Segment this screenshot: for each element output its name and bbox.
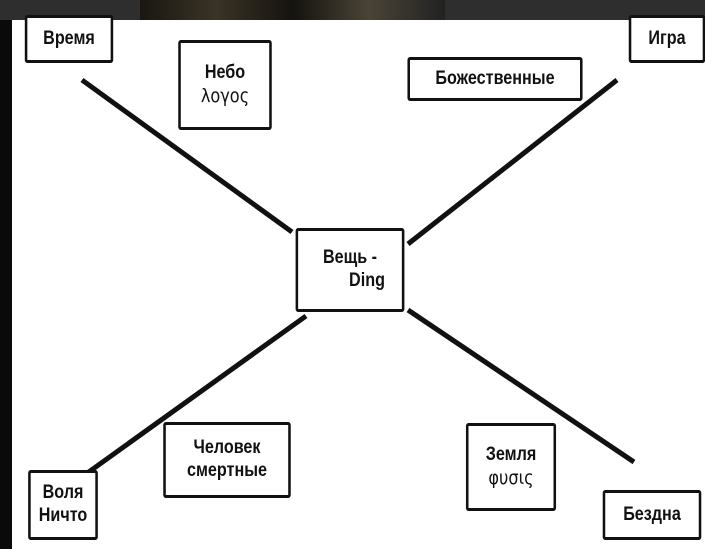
node-abyss: Бездна <box>602 490 702 540</box>
node-label: Игра <box>648 27 686 49</box>
node-label: Воля <box>42 482 84 504</box>
node-time: Время <box>24 15 114 63</box>
node-label: Вещь - <box>322 247 378 269</box>
header-image <box>140 0 445 20</box>
node-greek: φυσις <box>488 467 534 489</box>
line-time <box>80 77 294 235</box>
node-label: Божественные <box>435 67 555 89</box>
node-play: Игра <box>628 15 705 63</box>
node-label: Небо <box>204 62 246 84</box>
left-strip <box>0 20 12 549</box>
node-thing: Вещь -Ding <box>295 228 405 312</box>
node-label: Бездна <box>623 503 681 525</box>
node-label: Земля <box>485 444 537 466</box>
node-label: Человек <box>193 437 261 459</box>
node-greek: λογος <box>200 85 250 107</box>
node-label: Время <box>43 27 95 49</box>
node-divine: Божественные <box>407 57 583 101</box>
node-label-2: смертные <box>186 460 268 481</box>
line-play <box>406 78 619 246</box>
line-will <box>70 313 308 487</box>
line-abyss <box>406 307 636 465</box>
node-label-2: Ничто <box>38 505 88 526</box>
node-label-2: Ding <box>349 270 385 291</box>
